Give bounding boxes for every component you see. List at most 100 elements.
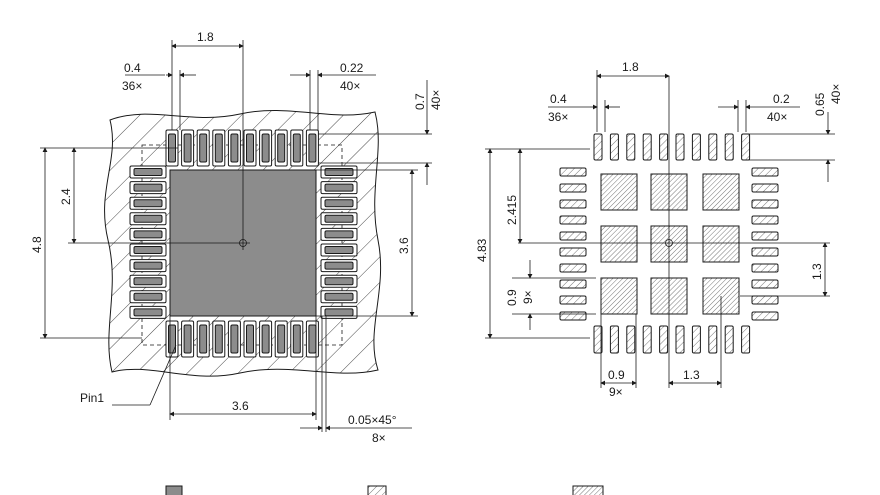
right-bottom-pad	[626, 325, 636, 354]
left-bottom-pad-core	[292, 324, 301, 354]
paste-window	[600, 173, 638, 211]
right-side-pad-core	[324, 183, 354, 192]
left-pad-gap-count: 40×	[340, 79, 360, 93]
left-chamfer-count: 8×	[372, 431, 386, 445]
right-side-pad-core	[324, 277, 354, 286]
left-top-pad-core	[277, 133, 286, 163]
right-full-height-label: 4.83	[475, 238, 489, 262]
left-pad-width-count: 36×	[122, 79, 142, 93]
right-top-pad	[691, 133, 701, 161]
right-bottom-pitch-label: 1.3	[683, 368, 700, 382]
right-side-pad-core	[324, 246, 354, 254]
right-left-pad	[559, 247, 587, 257]
left-side-pad-core	[133, 261, 163, 270]
right-right-pad	[751, 279, 779, 289]
right-left-pad	[559, 311, 587, 321]
right-left-pad	[559, 167, 587, 177]
right-bottom-window-count: 9×	[609, 385, 623, 399]
dense-hatch-swatch	[572, 485, 604, 495]
right-top-pad	[642, 133, 652, 161]
light-hatch-swatch	[367, 485, 387, 495]
paste-window	[600, 225, 638, 263]
right-top-pad	[593, 133, 603, 161]
right-right-pad	[751, 311, 779, 321]
left-bottom-pad-core	[199, 324, 208, 354]
solid-grey-swatch	[165, 485, 183, 495]
right-right-pad	[751, 247, 779, 257]
left-left-pads	[129, 165, 167, 319]
right-left-pad	[559, 199, 587, 209]
right-pad-width-label: 0.4	[550, 92, 567, 106]
right-paste-windows	[600, 173, 740, 315]
right-left-pad	[559, 263, 587, 273]
right-top-pad	[741, 133, 751, 161]
right-top-pad	[724, 133, 734, 161]
right-bottom-pad	[659, 325, 669, 354]
right-pad-gap-count: 40×	[767, 110, 787, 124]
right-half-height-label: 2.415	[505, 195, 519, 225]
paste-window	[600, 277, 638, 315]
right-bottom-pad	[675, 325, 685, 354]
left-side-pad-core	[133, 183, 163, 192]
left-side-pad-core	[133, 292, 163, 301]
left-chamfer-label: 0.05×45°	[348, 413, 397, 427]
right-top-pad	[626, 133, 636, 161]
left-top-pad-core	[308, 133, 317, 163]
right-right-pad	[751, 199, 779, 209]
left-top-pad-core	[261, 133, 270, 163]
right-pad-width-count: 36×	[548, 110, 568, 124]
right-bottom-pad	[708, 325, 718, 354]
left-bottom-pad-core	[183, 324, 192, 354]
right-top-pad	[675, 133, 685, 161]
left-top-pad-core	[199, 133, 208, 163]
right-bottom-pads	[593, 325, 751, 354]
left-side-pad-core	[133, 230, 163, 239]
right-right-pad	[751, 183, 779, 193]
paste-window	[702, 225, 740, 263]
right-side-pad-core	[324, 308, 354, 317]
right-left-pad	[559, 231, 587, 241]
left-bottom-pad-core	[261, 324, 270, 354]
legend	[165, 485, 604, 495]
right-top-pad	[659, 133, 669, 161]
left-pad-gap-label: 0.22	[340, 61, 364, 75]
left-bottom-pad-core	[246, 324, 254, 354]
left-top-pad-core	[183, 133, 192, 163]
left-epad-width-label: 3.6	[232, 399, 249, 413]
left-bottom-pad-core	[308, 324, 317, 354]
right-top-pitch-label: 1.8	[622, 60, 639, 74]
right-pad-length-count: 40×	[829, 84, 843, 104]
left-top-pad-core	[230, 133, 239, 163]
left-bottom-pad-core	[230, 324, 239, 354]
right-dimensions: 1.8 0.4 36× 0.2 40× 0.65 40× 2.415 4.83	[475, 60, 843, 399]
left-bottom-pad-core	[214, 324, 223, 354]
left-bottom-pad-core	[277, 324, 286, 354]
right-side-pad-core	[324, 168, 354, 176]
left-side-pad-core	[133, 199, 163, 208]
right-stencil-pattern	[518, 76, 830, 388]
left-land-pattern	[68, 40, 382, 377]
right-side-pad-core	[324, 261, 354, 270]
right-right-pad	[751, 167, 779, 177]
right-left-pad	[559, 295, 587, 305]
right-left-pad	[559, 279, 587, 289]
paste-window	[702, 173, 740, 211]
right-right-pads	[751, 167, 779, 321]
right-right-pad	[751, 263, 779, 273]
left-top-pad-core	[214, 133, 223, 163]
right-bottom-pad	[593, 325, 603, 354]
left-side-pad-core	[133, 214, 163, 223]
left-bottom-pads	[165, 320, 319, 358]
left-pad-length-count: 40×	[429, 90, 443, 110]
right-bottom-pad	[691, 325, 701, 354]
left-top-pitch-label: 1.8	[197, 30, 214, 44]
right-top-pad	[609, 133, 619, 161]
right-window-size-label: 0.9	[505, 289, 519, 306]
right-bottom-pad	[642, 325, 652, 354]
left-pad-width-label: 0.4	[124, 61, 141, 75]
left-top-pad-core	[292, 133, 301, 163]
right-side-pad-core	[324, 214, 354, 223]
left-full-height-label: 4.8	[30, 236, 44, 253]
right-side-pad-core	[324, 292, 354, 301]
